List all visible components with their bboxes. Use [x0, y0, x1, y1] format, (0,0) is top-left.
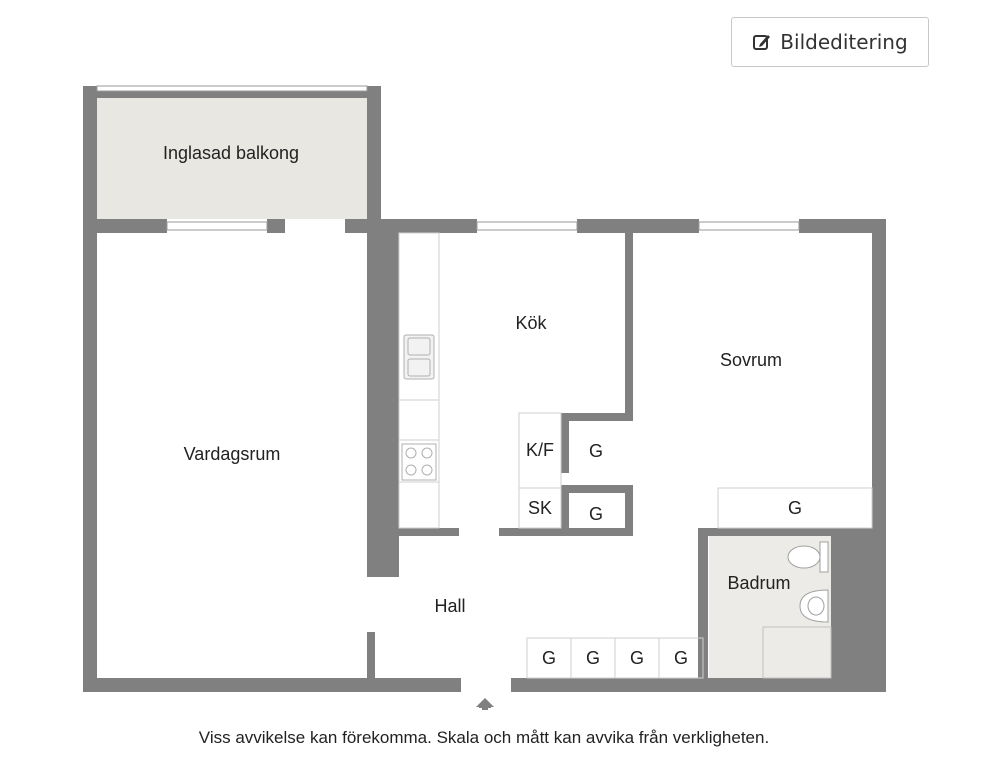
wardrobe-label: G [589, 504, 603, 524]
hall-wardrobes [526, 637, 704, 679]
room-label-bedroom: Sovrum [720, 350, 782, 370]
sink-icon [403, 334, 435, 380]
walls [83, 86, 886, 692]
room-label-hall: Hall [434, 596, 465, 616]
wardrobe-label: G [788, 498, 802, 518]
shower-area [762, 626, 832, 679]
washbasin-icon [799, 589, 829, 623]
room-label-bathroom: Badrum [727, 573, 790, 593]
appliance-block [518, 412, 562, 529]
room-label-balcony: Inglasad balkong [163, 143, 299, 163]
kitchen-counter [398, 232, 440, 529]
wardrobe-label: G [542, 648, 556, 668]
fridge-label: K/F [526, 440, 554, 460]
toilet-icon [787, 541, 829, 573]
image-edit-button[interactable]: Bildeditering [731, 17, 929, 67]
pantry-label: SK [528, 498, 552, 518]
image-edit-label: Bildeditering [780, 30, 908, 54]
wardrobe-label: G [674, 648, 688, 668]
stove-icon [401, 443, 437, 481]
room-label-kitchen: Kök [515, 313, 547, 333]
wardrobe-label: G [630, 648, 644, 668]
edit-icon [752, 32, 772, 52]
bedroom-wardrobe [717, 487, 873, 529]
wardrobe-label: G [586, 648, 600, 668]
disclaimer-caption: Viss avvikelse kan förekomma. Skala och … [198, 728, 770, 747]
room-label-living: Vardagsrum [184, 444, 281, 464]
wardrobe-label: G [589, 441, 603, 461]
balcony-floor [97, 98, 367, 219]
windows [96, 85, 800, 231]
